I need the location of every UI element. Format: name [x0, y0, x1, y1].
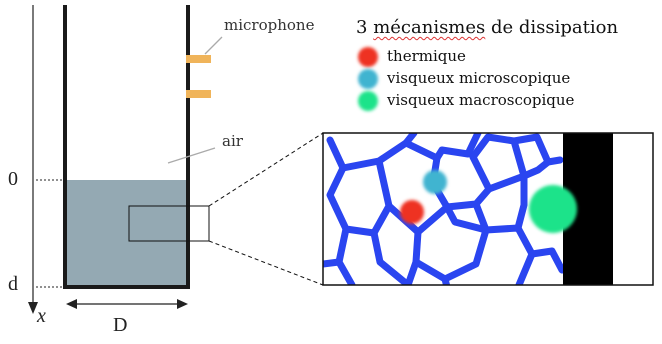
- legend-micro-viscous-label: visqueux microscopique: [387, 69, 571, 87]
- thermal-dot: [400, 200, 424, 224]
- width-arrow-right-head: [177, 299, 188, 309]
- microphone-leader-line: [204, 36, 223, 55]
- zoom-projection-top: [208, 132, 324, 207]
- level-0-label: 0: [8, 168, 18, 190]
- zoom-wall-right-gap: [613, 133, 653, 285]
- microphone-label: microphone: [224, 16, 315, 34]
- macro-viscous-dot: [529, 185, 577, 233]
- legend-thermal-label: thermique: [387, 47, 466, 65]
- legend-thermal-icon: [358, 47, 378, 67]
- legend-micro-viscous-icon: [358, 69, 378, 89]
- network-strand-6: [510, 133, 563, 166]
- zoom-inset-frame: [322, 132, 654, 286]
- legend-title-count: 3: [356, 17, 374, 38]
- zoom-source-box: [128, 205, 210, 242]
- x-axis-arrowhead: [28, 302, 38, 314]
- zoom-inset: [322, 132, 654, 286]
- network-strand-12: [514, 172, 528, 232]
- legend-title-mecanismes: mécanismes: [373, 17, 486, 38]
- zoom-projection-bottom: [208, 240, 324, 286]
- microphone-upper: [186, 55, 211, 63]
- legend-macro-viscous-icon: [358, 91, 378, 111]
- network-strand-15: [528, 247, 563, 274]
- x-axis-label: x: [37, 305, 46, 327]
- width-label: D: [113, 314, 128, 336]
- network-strand-7: [520, 158, 552, 180]
- legend-title: 3 mécanismes de dissipation: [356, 17, 618, 38]
- porous-network: [323, 133, 563, 285]
- network-strand-11: [482, 224, 536, 285]
- network-strand-18: [443, 203, 490, 234]
- air-leader-line: [167, 147, 216, 164]
- network-strand-17: [441, 275, 451, 285]
- air-label: air: [222, 132, 243, 150]
- network-strand-2: [326, 157, 393, 237]
- microphone-lower: [186, 90, 211, 98]
- liquid-region: [65, 180, 188, 287]
- legend-macro-viscous-label: visqueux macroscopique: [387, 91, 575, 109]
- network-strand-16: [323, 258, 343, 268]
- micro-viscous-dot: [423, 170, 447, 194]
- network-strand-3: [402, 133, 482, 162]
- level-d-label: d: [8, 273, 18, 295]
- width-arrow-left-head: [66, 299, 77, 309]
- legend-title-rest: de dissipation: [485, 17, 619, 38]
- network-strand-10: [412, 200, 490, 283]
- network-strand-14: [370, 229, 412, 285]
